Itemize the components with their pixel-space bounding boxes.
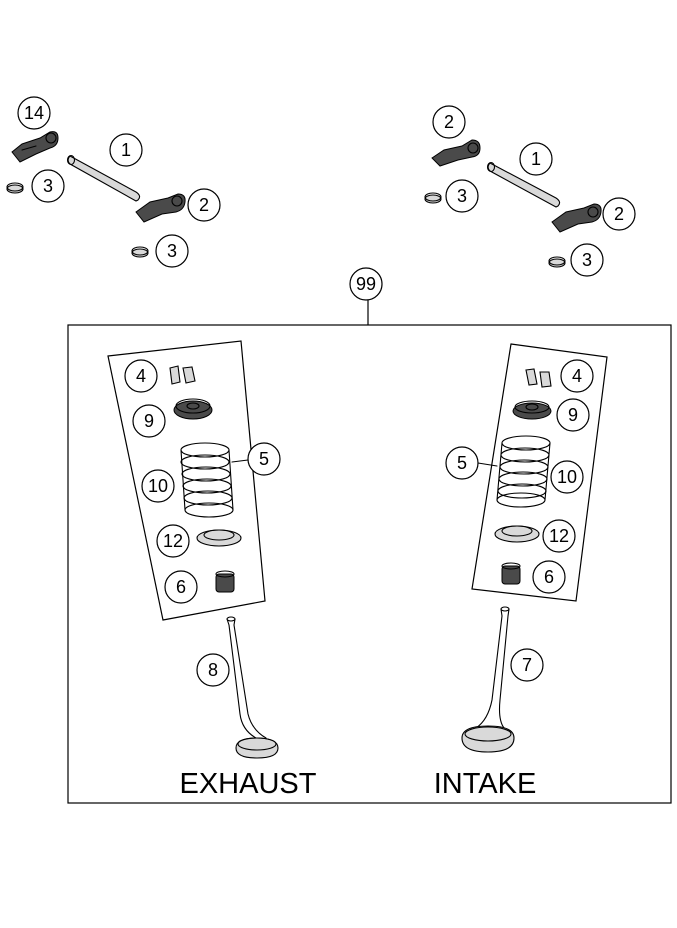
- rocker-arm-left-top: [11, 131, 59, 163]
- rocker-arm-right-top: [431, 139, 481, 167]
- spring-seat-exhaust: [196, 529, 242, 547]
- stem-seal-exhaust: [215, 570, 235, 593]
- callout-5-exhaust[interactable]: 5: [247, 442, 281, 476]
- valve-retainer-intake: [512, 400, 552, 420]
- rocker-arm-left-bottom: [135, 193, 186, 223]
- callout-10-intake[interactable]: 10: [550, 460, 584, 494]
- svg-text:1: 1: [531, 149, 541, 169]
- exhaust-parts-panel: [107, 340, 266, 621]
- svg-text:3: 3: [457, 186, 467, 206]
- svg-text:8: 8: [208, 660, 218, 680]
- callout-8[interactable]: 8: [196, 653, 230, 687]
- callout-99[interactable]: 99: [349, 267, 383, 301]
- valve-assembly-frame: [67, 324, 672, 804]
- callout-7[interactable]: 7: [510, 648, 544, 682]
- shim-right-top: [424, 192, 442, 204]
- valve-keepers-intake: [525, 368, 552, 388]
- svg-text:3: 3: [167, 241, 177, 261]
- callout-14[interactable]: 14: [17, 96, 51, 130]
- callout-9-exhaust[interactable]: 9: [132, 404, 166, 438]
- exhaust-label: EXHAUST: [180, 768, 317, 800]
- exhaust-valve: [226, 616, 279, 759]
- valve-spring-exhaust: [180, 442, 234, 518]
- shim-right-bottom: [548, 256, 566, 268]
- shim-left-bottom: [131, 246, 149, 258]
- svg-text:12: 12: [163, 531, 183, 551]
- rocker-shaft-right: [486, 161, 561, 208]
- svg-text:1: 1: [121, 140, 131, 160]
- svg-text:6: 6: [176, 577, 186, 597]
- callout-5-intake[interactable]: 5: [445, 446, 479, 480]
- svg-text:2: 2: [614, 204, 624, 224]
- svg-text:14: 14: [24, 103, 44, 123]
- svg-text:5: 5: [259, 449, 269, 469]
- stem-seal-intake: [501, 562, 521, 585]
- callout-12-exhaust[interactable]: 12: [156, 524, 190, 558]
- svg-text:7: 7: [522, 655, 532, 675]
- callout-4-exhaust[interactable]: 4: [124, 359, 158, 393]
- svg-text:10: 10: [148, 476, 168, 496]
- svg-text:3: 3: [582, 250, 592, 270]
- svg-text:2: 2: [199, 195, 209, 215]
- svg-text:9: 9: [568, 405, 578, 425]
- svg-text:10: 10: [557, 467, 577, 487]
- intake-parts-panel: [471, 343, 608, 602]
- svg-text:99: 99: [356, 274, 376, 294]
- callout-1-right[interactable]: 1: [519, 142, 553, 176]
- valve-retainer-exhaust: [173, 398, 213, 420]
- rocker-arm-right-bottom: [551, 203, 602, 233]
- valve-spring-intake: [496, 435, 551, 508]
- callout-3-left-top[interactable]: 3: [31, 169, 65, 203]
- callout-9-intake[interactable]: 9: [556, 398, 590, 432]
- svg-text:3: 3: [43, 176, 53, 196]
- shim-left-top: [6, 182, 24, 194]
- svg-text:5: 5: [457, 453, 467, 473]
- svg-text:12: 12: [549, 526, 569, 546]
- svg-text:9: 9: [144, 411, 154, 431]
- callout-3-left-bottom[interactable]: 3: [155, 234, 189, 268]
- callout-6-intake[interactable]: 6: [532, 560, 566, 594]
- spring-seat-intake: [494, 525, 540, 543]
- valve-keepers-exhaust: [169, 365, 196, 385]
- callout-4-intake[interactable]: 4: [560, 359, 594, 393]
- svg-text:4: 4: [136, 366, 146, 386]
- callout-3-right-bottom[interactable]: 3: [570, 243, 604, 277]
- callout-3-right-top[interactable]: 3: [445, 179, 479, 213]
- callout-10-exhaust[interactable]: 10: [141, 469, 175, 503]
- callout-2-right-top[interactable]: 2: [432, 105, 466, 139]
- svg-text:6: 6: [544, 567, 554, 587]
- callout-12-intake[interactable]: 12: [542, 519, 576, 553]
- leader-5-intake: [477, 462, 498, 467]
- callout-2-right[interactable]: 2: [602, 197, 636, 231]
- intake-valve: [461, 606, 515, 753]
- leader-5-exhaust: [231, 459, 249, 463]
- rocker-shaft-left: [66, 154, 141, 202]
- callout-2-left[interactable]: 2: [187, 188, 221, 222]
- callout-6-exhaust[interactable]: 6: [164, 570, 198, 604]
- callout-1-left[interactable]: 1: [109, 133, 143, 167]
- svg-text:2: 2: [444, 112, 454, 132]
- intake-label: INTAKE: [434, 768, 537, 800]
- svg-text:4: 4: [572, 366, 582, 386]
